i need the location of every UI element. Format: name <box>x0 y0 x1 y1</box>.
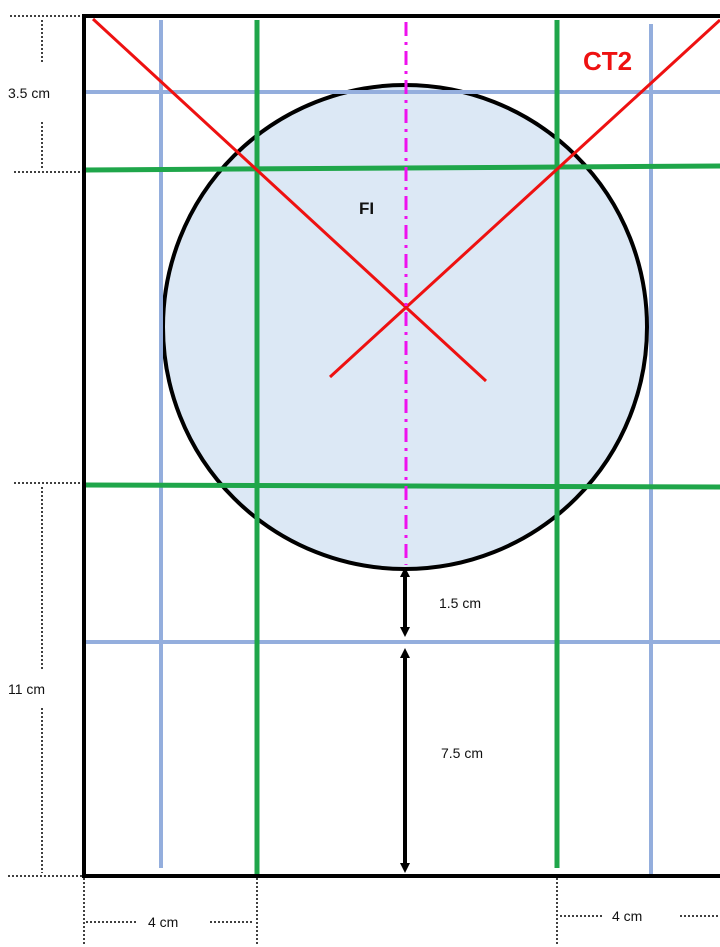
label-top-margin: 3.5 cm <box>8 85 50 101</box>
red-diagonal-left <box>91 17 488 383</box>
label-field: FI <box>359 199 374 218</box>
label-ct: CT2 <box>583 46 632 76</box>
dotted-dimension-lines <box>8 15 718 944</box>
label-gap-small: 1.5 cm <box>439 595 481 611</box>
green-horizontal-top <box>83 163 720 173</box>
green-grid-lines <box>83 20 720 876</box>
outer-frame <box>82 14 720 878</box>
label-left-width: 4 cm <box>148 914 178 930</box>
label-right-width: 4 cm <box>612 908 642 924</box>
label-gap-large: 7.5 cm <box>441 745 483 761</box>
red-cross-lines <box>91 17 720 383</box>
label-bottom-height: 11 cm <box>8 681 45 697</box>
red-diagonal-right <box>328 18 720 379</box>
green-horizontal-bottom <box>83 482 720 490</box>
